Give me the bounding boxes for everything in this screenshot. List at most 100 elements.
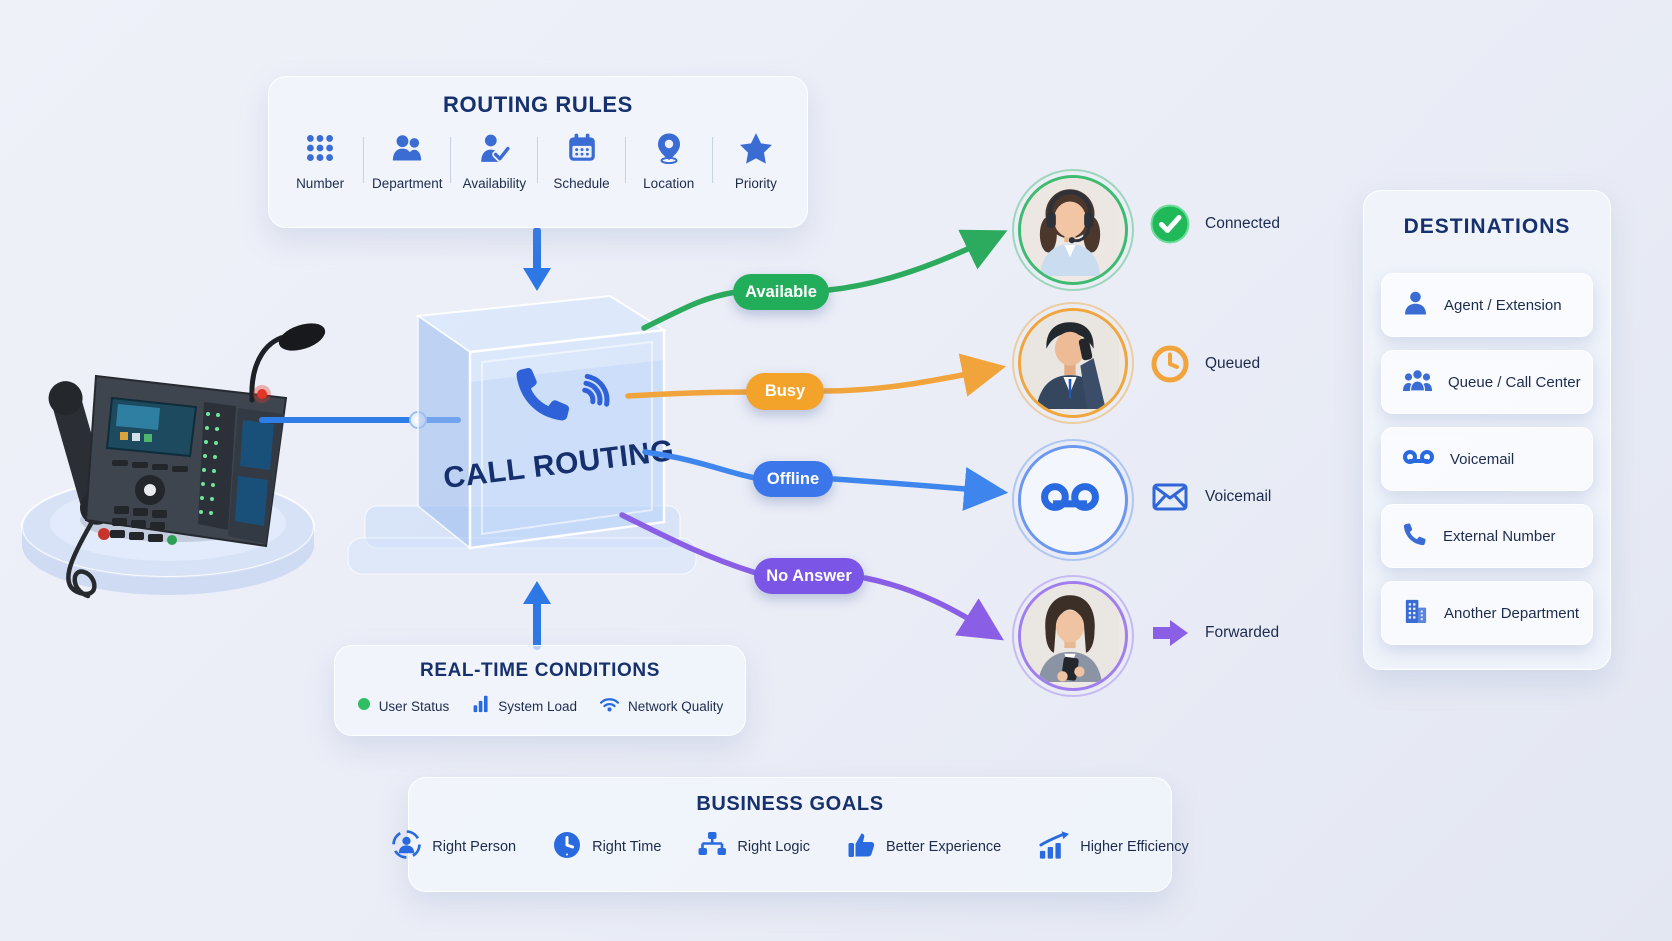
avatar-voicemail-symbol bbox=[1012, 439, 1134, 561]
realtime-items: User Status System Load bbox=[335, 694, 745, 718]
destination-cards: Agent / Extension Queue / Call Center bbox=[1381, 273, 1593, 645]
building-icon bbox=[1402, 597, 1429, 629]
avatar-businesswoman-with-phone bbox=[1012, 575, 1134, 697]
divider bbox=[624, 137, 626, 183]
condition-label: User Status bbox=[378, 698, 450, 714]
person-target-icon bbox=[391, 829, 422, 865]
goal-label: Better Experience bbox=[885, 839, 1002, 855]
rule-label: Location bbox=[643, 176, 695, 191]
offline-line-right bbox=[831, 467, 1009, 511]
growth-chart-icon bbox=[1037, 830, 1070, 865]
available-line-left bbox=[641, 289, 739, 331]
goal-higher-efficiency: Higher Efficiency bbox=[1037, 830, 1189, 865]
rule-item-availability: Availability bbox=[456, 132, 532, 191]
avatar-businessman-on-phone bbox=[1012, 302, 1134, 424]
green-status-dot-icon bbox=[357, 697, 371, 716]
outcome-label-forwarded: Forwarded bbox=[1205, 624, 1280, 641]
destination-label: Queue / Call Center bbox=[1448, 373, 1581, 391]
goal-right-logic: Right Logic bbox=[697, 830, 810, 865]
rule-label: Priority bbox=[734, 176, 777, 191]
availability-check-icon bbox=[478, 132, 512, 169]
noanswer-line-left bbox=[619, 512, 759, 576]
envelope-icon bbox=[1150, 477, 1190, 517]
rule-item-location: Location bbox=[631, 132, 707, 191]
goal-label: Right Time bbox=[592, 839, 662, 855]
calendar-icon bbox=[566, 132, 598, 169]
divider bbox=[537, 137, 539, 183]
outcome-label-connected: Connected bbox=[1205, 215, 1280, 232]
routing-rules-items: Number Department bbox=[269, 132, 807, 191]
routing-rules-panel: ROUTING RULES Number bbox=[268, 76, 808, 228]
rule-item-number: Number bbox=[282, 132, 358, 191]
star-icon bbox=[739, 132, 773, 169]
forward-arrow-icon bbox=[1150, 613, 1190, 653]
divider bbox=[450, 137, 452, 183]
goal-label: Right Person bbox=[432, 839, 517, 855]
status-pill-busy: Busy bbox=[746, 373, 824, 410]
queue-group-icon bbox=[1402, 366, 1433, 398]
rules-down-arrow bbox=[523, 227, 551, 291]
realtime-conditions-title: REAL-TIME CONDITIONS bbox=[420, 660, 660, 681]
divider bbox=[363, 137, 365, 183]
business-goals-title: BUSINESS GOALS bbox=[696, 793, 884, 815]
destination-label: Voicemail bbox=[1450, 450, 1515, 468]
destination-label: External Number bbox=[1443, 527, 1556, 545]
rule-label: Number bbox=[296, 176, 345, 191]
destination-voicemail: Voicemail bbox=[1381, 427, 1593, 491]
bar-chart-icon bbox=[471, 694, 490, 718]
goal-better-experience: Better Experience bbox=[846, 830, 1001, 865]
realtime-conditions-panel: REAL-TIME CONDITIONS User Status System … bbox=[334, 645, 746, 736]
goal-right-time: Right Time bbox=[552, 830, 661, 865]
agent-person-icon bbox=[1402, 289, 1429, 321]
location-pin-icon bbox=[653, 132, 685, 169]
divider bbox=[711, 137, 713, 183]
cube-wifi-waves-icon bbox=[582, 373, 610, 407]
goal-right-person: Right Person bbox=[391, 829, 516, 865]
rule-item-department: Department bbox=[369, 132, 445, 191]
status-pill-offline: Offline bbox=[753, 461, 833, 497]
busy-line-left bbox=[625, 389, 751, 399]
destinations-title: DESTINATIONS bbox=[1403, 215, 1571, 238]
business-goals-items: Right Person Right Time bbox=[392, 829, 1189, 865]
status-pill-no-answer: No Answer bbox=[754, 558, 864, 594]
destination-queue-call-center: Queue / Call Center bbox=[1381, 350, 1593, 414]
condition-label: Network Quality bbox=[628, 698, 724, 714]
voicemail-icon bbox=[1402, 446, 1435, 473]
goal-label: Higher Efficiency bbox=[1080, 839, 1189, 855]
condition-user-status: User Status bbox=[357, 697, 450, 716]
noanswer-line-right bbox=[862, 575, 1004, 641]
busy-line-right bbox=[822, 353, 1007, 397]
call-routing-cube: CALL ROUTING bbox=[347, 294, 697, 575]
rule-label: Schedule bbox=[553, 176, 610, 191]
goal-label: Right Logic bbox=[737, 839, 810, 855]
destination-label: Another Department bbox=[1444, 604, 1580, 622]
destinations-panel: DESTINATIONS Agent / Extension bbox=[1363, 190, 1611, 670]
condition-network-quality: Network Quality bbox=[599, 695, 723, 717]
rule-item-schedule: Schedule bbox=[544, 132, 620, 191]
conditions-up-arrow bbox=[523, 581, 551, 650]
offline-line-left bbox=[642, 449, 758, 481]
outcome-label-queued: Queued bbox=[1205, 355, 1261, 372]
phone-handset-icon bbox=[1402, 521, 1428, 552]
wifi-icon bbox=[599, 695, 620, 717]
clock-filled-icon bbox=[552, 830, 582, 865]
status-pill-available: Available bbox=[733, 274, 829, 310]
routing-rules-title: ROUTING RULES bbox=[443, 92, 633, 117]
cube-phone-icon bbox=[516, 367, 570, 421]
condition-label: System Load bbox=[498, 698, 578, 714]
thumbs-up-icon bbox=[846, 830, 876, 865]
department-icon bbox=[390, 132, 424, 169]
destination-label: Agent / Extension bbox=[1444, 296, 1562, 314]
destination-external-number: External Number bbox=[1381, 504, 1593, 568]
check-circle-icon bbox=[1150, 204, 1190, 244]
desk-phone-device bbox=[21, 323, 326, 599]
rule-item-priority: Priority bbox=[718, 132, 794, 191]
outcome-label-voicemail: Voicemail bbox=[1205, 488, 1272, 505]
destination-agent-extension: Agent / Extension bbox=[1381, 273, 1593, 337]
avatar-female-agent-headset bbox=[1012, 169, 1134, 291]
flowchart-icon bbox=[697, 830, 727, 865]
condition-system-load: System Load bbox=[471, 694, 577, 718]
available-line-right bbox=[826, 229, 1008, 293]
destination-another-department: Another Department bbox=[1381, 581, 1593, 645]
